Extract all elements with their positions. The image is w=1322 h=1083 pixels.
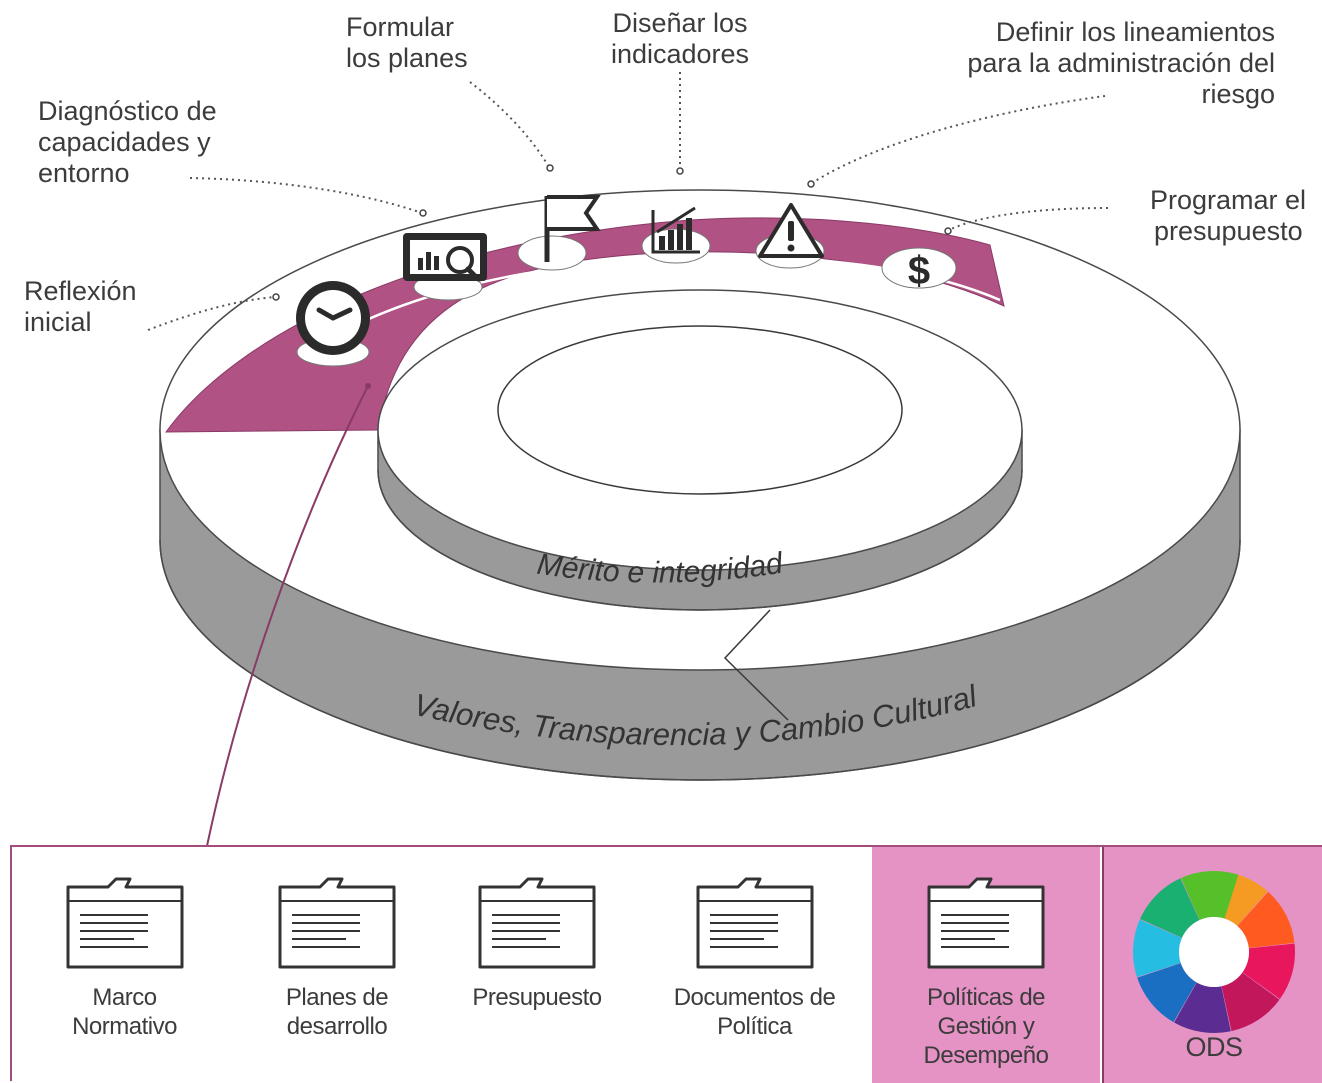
doc-item-label: Políticas de Gestión y Desempeño <box>923 984 1049 1069</box>
doc-item-label: Presupuesto <box>472 984 602 1011</box>
doc-item-label: Planes de desarrollo <box>285 984 389 1040</box>
step-label-definir: Definir los lineamientos para la adminis… <box>967 17 1275 109</box>
svg-text:$: $ <box>908 249 930 293</box>
folder-icon <box>478 877 596 969</box>
growth-chart-icon <box>641 206 711 264</box>
doc-item-politicas-gestion: Políticas de Gestión y Desempeño <box>872 847 1100 1083</box>
doc-item-marco-normativo: Marco Normativo <box>12 847 237 1083</box>
ring-connector <box>723 609 789 721</box>
leader-lines <box>147 72 1109 331</box>
doc-item-presupuesto: Presupuesto <box>437 847 637 1083</box>
clock-icon <box>296 281 370 367</box>
folder-icon <box>696 877 813 969</box>
band-to-panel-connector <box>206 385 369 847</box>
inner-ring <box>377 289 1023 611</box>
monitor-search-icon <box>403 233 487 301</box>
folder-icon <box>278 877 396 969</box>
step-label-diagnostico: Diagnóstico de capacidades y entorno <box>38 96 217 188</box>
folder-icon <box>927 877 1045 969</box>
step-label-formular: Formular los planes <box>346 12 468 73</box>
ods-wheel-icon <box>1133 871 1295 1033</box>
doc-item-documentos-politica: Documentos de Política <box>637 847 872 1083</box>
dollar-icon: $ <box>881 247 957 293</box>
doc-item-planes-desarrollo: Planes de desarrollo <box>237 847 437 1083</box>
step-label-reflexion: Reflexión inicial <box>24 276 137 337</box>
doc-item-ods: ODS <box>1102 847 1322 1083</box>
step-label-programar: Programar el presupuesto <box>1150 185 1307 246</box>
flag-icon <box>517 195 601 271</box>
doc-item-label: Marco Normativo <box>72 984 177 1040</box>
step-label-disenar: Diseñar los indicadores <box>610 8 750 69</box>
ods-label: ODS <box>1185 1032 1243 1062</box>
warning-icon <box>755 203 825 269</box>
documents-panel: Marco Normativo Planes de desarrollo <box>10 845 1322 1083</box>
leader-endpoints <box>272 164 952 301</box>
folder-icon <box>66 877 183 969</box>
doc-item-label: Documentos de Política <box>673 984 836 1040</box>
